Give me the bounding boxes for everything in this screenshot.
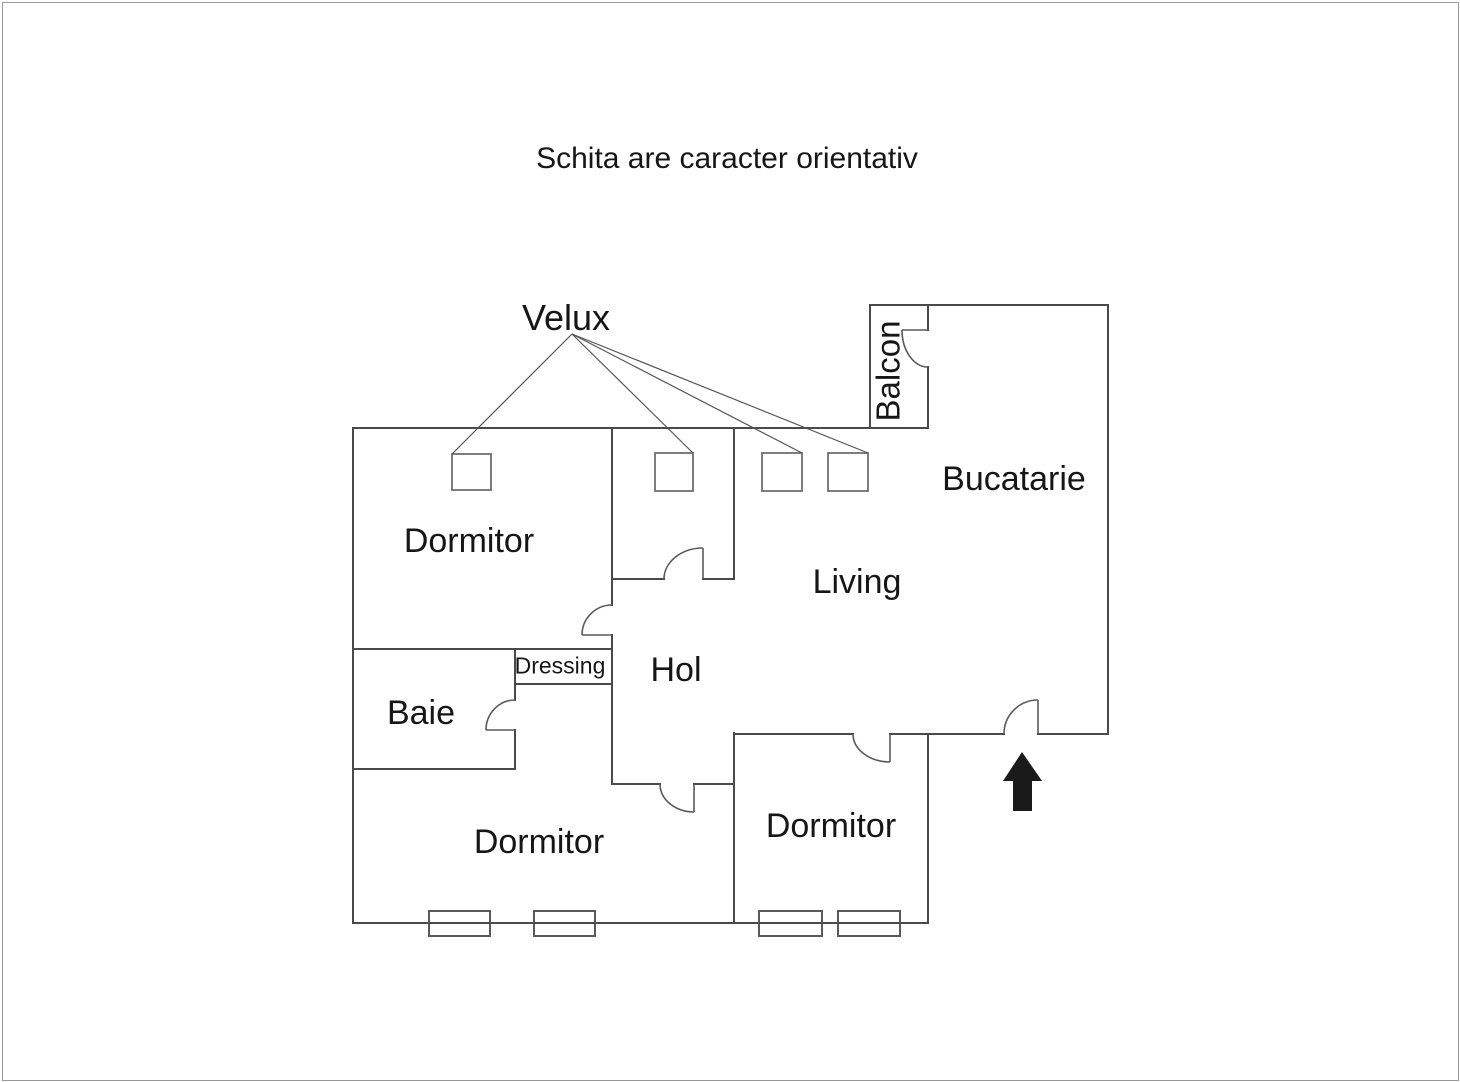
label-bucatarie: Bucatarie xyxy=(942,460,1086,498)
door-dormitor-br xyxy=(852,733,891,763)
label-hol: Hol xyxy=(650,651,702,689)
label-dormitor-bottom-left: Dormitor xyxy=(473,823,605,861)
label-balcon: Balcon xyxy=(869,320,907,422)
door-entry xyxy=(1003,699,1039,735)
label-dormitor-top-left: Dormitor xyxy=(403,522,535,560)
velux-square-3 xyxy=(761,452,803,492)
door-hol-bottom xyxy=(659,783,695,813)
door-baie xyxy=(485,699,516,731)
walls xyxy=(352,304,1109,924)
label-dressing: Dressing xyxy=(514,652,606,679)
velux-squares xyxy=(451,452,869,492)
door-balcon xyxy=(901,329,929,368)
label-baie: Baie xyxy=(386,694,456,732)
entrance-arrow-icon xyxy=(1003,752,1042,811)
label-dormitor-bottom-right: Dormitor xyxy=(765,807,897,845)
door-arcs xyxy=(485,329,1039,813)
label-living: Living xyxy=(812,563,902,601)
velux-callout-lines xyxy=(451,333,869,455)
label-velux: Velux xyxy=(521,297,611,338)
velux-square-1 xyxy=(451,453,492,491)
door-center-room xyxy=(663,547,704,580)
velux-square-2 xyxy=(654,452,694,492)
page-title: Schita are caracter orientativ xyxy=(536,142,918,175)
door-dormitor-tl xyxy=(581,604,613,636)
velux-square-4 xyxy=(827,452,869,492)
